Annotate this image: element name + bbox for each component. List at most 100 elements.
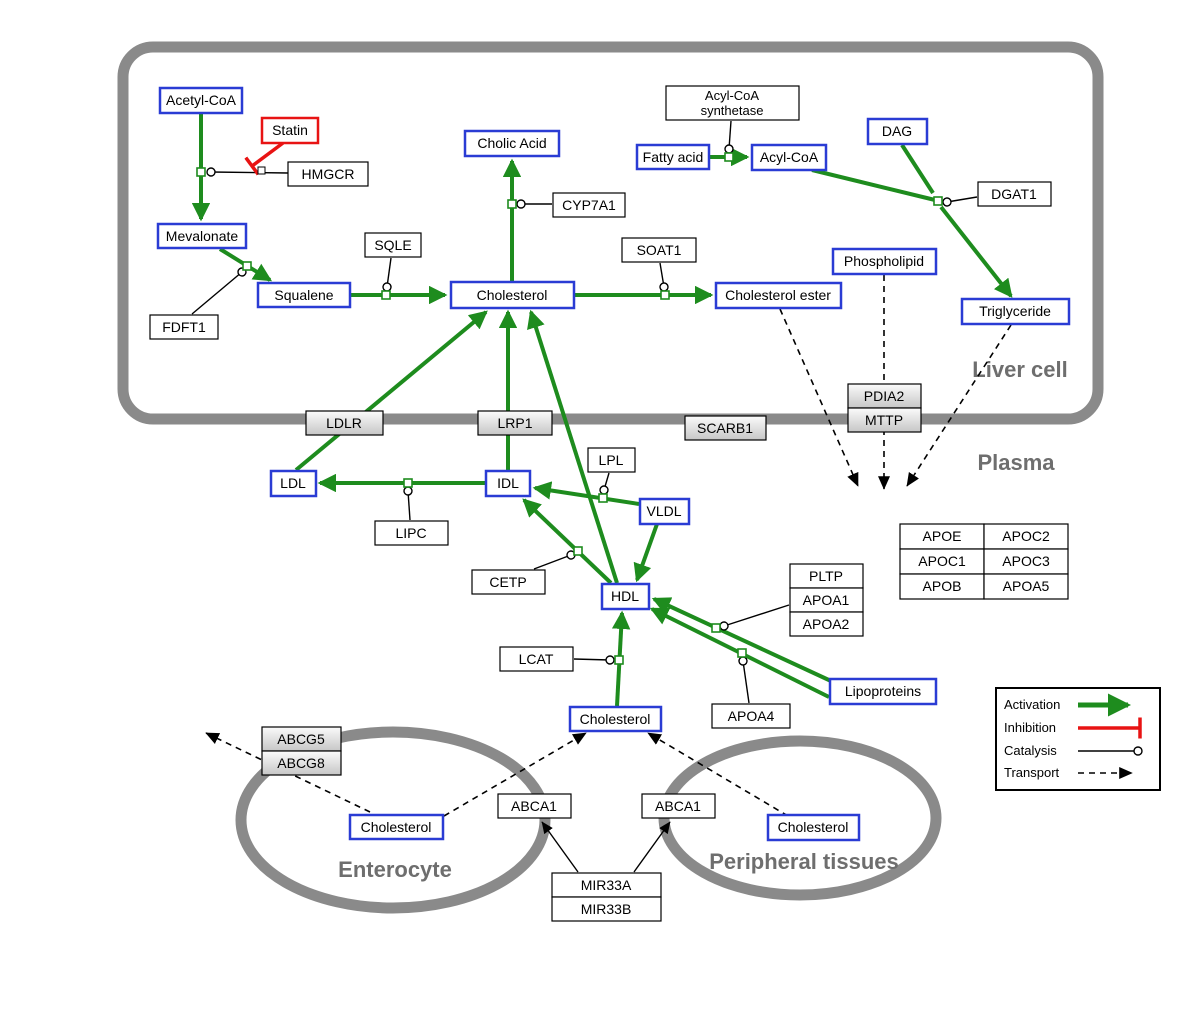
edge-mir33-to-abca1-left [541,821,579,873]
legend-inhibition-label: Inhibition [1004,720,1056,735]
anchor-statin-target [257,166,266,175]
node-label: Cholic Acid [477,135,546,151]
node-label: APOA1 [803,592,850,608]
node-cholesterol-liver[interactable]: Cholesterol [449,280,576,310]
node-box [269,469,318,498]
node-lpl[interactable]: LPL [587,447,636,473]
node-fatty-acid[interactable]: Fatty acid [635,143,711,171]
edge-sqle-catalysis [382,257,392,292]
node-cholesterol-ester[interactable]: Cholesterol ester [714,281,843,310]
node-fdft1[interactable]: FDFT1 [149,314,219,340]
node-cholesterol-peripheral[interactable]: Cholesterol [766,813,861,842]
node-label: CETP [489,574,526,590]
node-statin[interactable]: Statin [260,116,320,145]
anchor-fdft1-reaction [242,261,252,271]
node-phospholipid[interactable]: Phospholipid [831,247,938,276]
edge-lcat-catalysis [573,655,615,665]
node-acetyl-coa[interactable]: Acetyl-CoA [158,86,244,115]
anchor-lipc-reaction [403,478,413,488]
node-acyl-coa[interactable]: Acyl-CoA [750,143,828,172]
plasma-label: Plasma [977,450,1055,475]
enterocyte-label: Enterocyte [338,857,452,882]
node-dgat1[interactable]: DGAT1 [977,181,1052,207]
node-mttp[interactable]: MTTP [847,407,922,433]
node-box [287,161,369,187]
peripheral-tissues-label: Peripheral tissues [709,849,899,874]
node-soat1[interactable]: SOAT1 [621,237,697,263]
edge-cetp-catalysis [533,550,576,570]
node-pltp[interactable]: PLTP [789,563,864,589]
anchor-dgat1-reaction [933,196,943,206]
node-acyl-coa-synthetase[interactable]: Acyl-CoA synthetase [665,85,800,121]
node-label: PLTP [809,568,843,584]
legend-catalysis-label: Catalysis [1004,743,1057,758]
node-abcg8[interactable]: ABCG8 [261,750,342,776]
node-cholesterol-enterocyte[interactable]: Cholesterol [348,813,445,841]
node-lcat[interactable]: LCAT [499,646,574,672]
apo-table-label: APOC1 [918,553,966,569]
node-abcg5[interactable]: ABCG5 [261,726,342,752]
anchor-soat1-reaction [660,290,670,300]
anchor-apoa-group-reaction [711,623,721,633]
node-mir33b[interactable]: MIR33B [551,896,662,922]
node-label: DGAT1 [991,186,1037,202]
node-box [711,703,791,729]
node-cetp[interactable]: CETP [471,569,546,595]
node-box [256,281,352,309]
node-box [638,497,691,526]
node-scarb1[interactable]: SCARB1 [684,415,767,441]
edge-acyl-coa-synthetase-catalysis [724,120,734,154]
node-label: Acyl-CoA [760,149,819,165]
node-mevalonate[interactable]: Mevalonate [156,222,248,250]
node-pdia2[interactable]: PDIA2 [847,383,922,409]
node-hdl[interactable]: HDL [600,582,651,611]
node-vldl[interactable]: VLDL [638,497,691,526]
node-apoa2[interactable]: APOA2 [789,611,864,637]
node-apoa4[interactable]: APOA4 [711,703,791,729]
edge-hmgcr-catalysis [206,167,289,177]
apo-table-label: APOA5 [1003,578,1050,594]
node-abca1-right[interactable]: ABCA1 [641,793,716,819]
node-label: LCAT [519,651,554,667]
node-lrp1[interactable]: LRP1 [477,410,553,436]
node-label: MTTP [865,412,903,428]
node-cyp7a1[interactable]: CYP7A1 [552,192,626,218]
node-label: FDFT1 [162,319,206,335]
node-lipc[interactable]: LIPC [374,520,449,546]
node-box [348,813,445,841]
apo-table-cell[interactable] [899,573,985,600]
node-ldl[interactable]: LDL [269,469,318,498]
node-box [789,563,864,589]
node-mir33a[interactable]: MIR33A [551,872,662,898]
node-label: LRP1 [497,415,532,431]
node-dag[interactable]: DAG [866,117,929,146]
node-label: APOA4 [728,708,775,724]
node-box [714,281,843,310]
node-sqle[interactable]: SQLE [364,232,422,258]
node-label: VLDL [646,503,681,519]
node-lipoproteins[interactable]: Lipoproteins [828,677,938,706]
node-box [149,314,219,340]
node-apoa1[interactable]: APOA1 [789,587,864,613]
edge-peripheral-to-plasma-cholesterol [647,732,789,817]
node-triglyceride[interactable]: Triglyceride [960,297,1071,326]
node-cholic-acid[interactable]: Cholic Acid [463,129,561,158]
node-box [977,181,1052,207]
node-box [665,85,800,121]
edge-soat1-catalysis [659,262,669,292]
node-hmgcr[interactable]: HMGCR [287,161,369,187]
node-squalene[interactable]: Squalene [256,281,352,309]
node-ldlr[interactable]: LDLR [305,410,384,436]
apo-table-cell[interactable] [983,523,1069,550]
edge-apoa4-catalysis [738,656,750,704]
node-cholesterol-plasma[interactable]: Cholesterol [568,705,663,733]
edge-junction-to-triglyceride [939,205,1013,298]
edge-lpl-catalysis [599,472,610,495]
edge-ldl-to-liver-cholesterol [294,310,488,472]
node-abca1-left[interactable]: ABCA1 [497,793,572,819]
apo-table-cell[interactable] [983,548,1069,575]
node-idl[interactable]: IDL [484,469,532,498]
apolipoprotein-table: APOE APOC2 APOC1 APOC3 APOB APOA5 [899,523,1069,600]
apo-table-cell[interactable] [983,573,1069,600]
